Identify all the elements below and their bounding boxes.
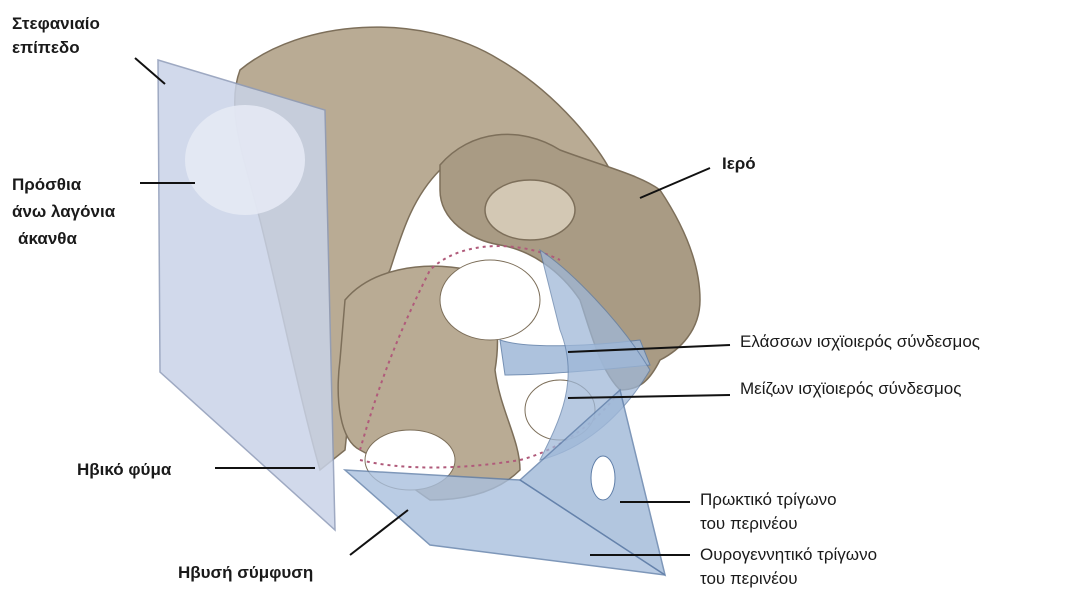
label-anal-triangle-line-1: Πρωκτικό τρίγωνο — [700, 488, 837, 512]
label-anal-triangle: Πρωκτικό τρίγωνο του περινέου — [700, 488, 837, 536]
label-pubic-symphysis: Ηβυσή σύμφυση — [178, 561, 313, 585]
label-sacrum: Ιερό — [722, 152, 756, 176]
label-asis-line-2: άνω λαγόνια — [12, 198, 115, 225]
sacral-disc — [485, 180, 575, 240]
anal-opening — [591, 456, 615, 500]
label-urogenital-triangle: Ουρογεννητικό τρίγωνο του περινέου — [700, 543, 877, 591]
label-asis: Πρόσθια άνω λαγόνια άκανθα — [12, 171, 115, 252]
asis-bulge — [185, 105, 305, 215]
label-anal-triangle-line-2: του περινέου — [700, 512, 837, 536]
label-urogenital-triangle-line-2: του περινέου — [700, 567, 877, 591]
label-sacrotuberous: Μείζων ισχϊοιερός σύνδεσμος — [740, 377, 961, 401]
label-urogenital-triangle-line-1: Ουρογεννητικό τρίγωνο — [700, 543, 877, 567]
label-pubic-tubercle: Ηβικό φύμα — [77, 458, 171, 482]
label-coronal-plane-line-1: Στεφανιαίο — [12, 12, 100, 36]
label-asis-line-1: Πρόσθια — [12, 171, 115, 198]
label-coronal-plane: Στεφανιαίο επίπεδο — [12, 12, 100, 60]
pointer-pubic-symphysis — [350, 510, 408, 555]
pointer-sacrum — [640, 168, 710, 198]
coronal-plane — [158, 60, 335, 530]
greater-sciatic-foramen — [440, 260, 540, 340]
label-sacrospinous: Ελάσσων ισχϊοιερός σύνδεσμος — [740, 330, 980, 354]
label-coronal-plane-line-2: επίπεδο — [12, 36, 100, 60]
label-asis-line-3: άκανθα — [12, 225, 115, 252]
